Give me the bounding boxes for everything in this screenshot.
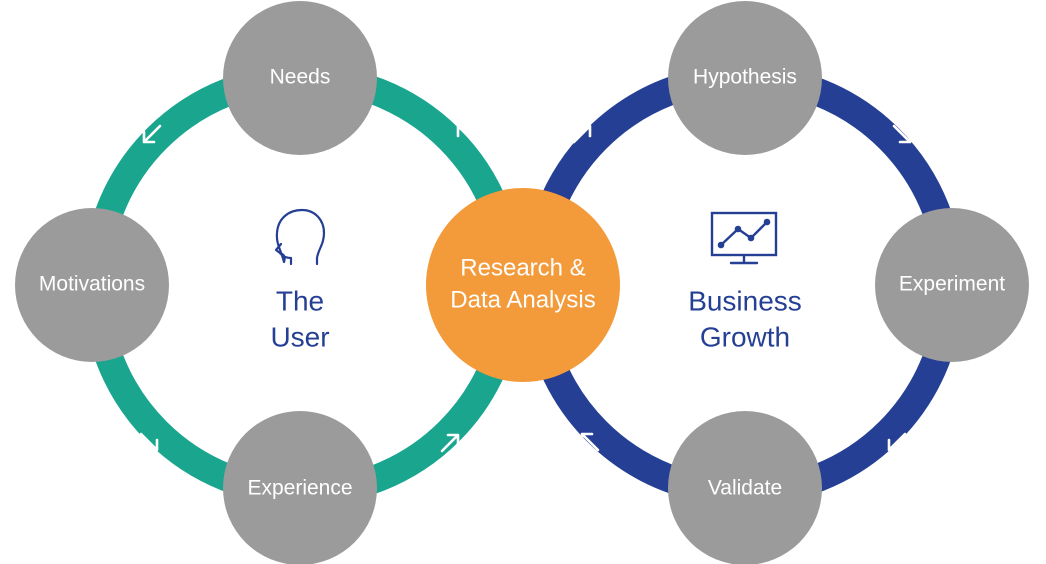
head-profile-icon xyxy=(274,208,326,266)
arrow-icon xyxy=(887,432,907,452)
arrow-icon xyxy=(580,432,600,452)
arrow-icon xyxy=(572,124,592,144)
arrow-icon xyxy=(456,124,476,144)
node-validate: Validate xyxy=(668,411,822,564)
node-needs-label: Needs xyxy=(270,66,331,89)
node-hypothesis-label: Hypothesis xyxy=(693,66,797,89)
center-label-line1: Research & xyxy=(460,254,585,281)
node-motivations-label: Motivations xyxy=(39,273,145,296)
arrow-icon xyxy=(440,433,460,453)
arrow-icon xyxy=(892,124,912,144)
arrow-icon xyxy=(139,432,159,452)
node-needs: Needs xyxy=(223,1,377,155)
center-node: Research & Data Analysis xyxy=(426,188,620,382)
user-loop-title-line1: The xyxy=(276,285,324,316)
node-experiment: Experiment xyxy=(875,208,1029,362)
node-motivations: Motivations xyxy=(15,208,169,362)
arrow-icon xyxy=(142,124,162,144)
center-label-line2: Data Analysis xyxy=(450,286,595,313)
node-validate-label: Validate xyxy=(708,477,782,500)
node-experiment-label: Experiment xyxy=(899,273,1005,296)
growth-loop-title-line1: Business xyxy=(688,285,802,316)
user-loop-title-line2: User xyxy=(270,321,329,352)
node-hypothesis: Hypothesis xyxy=(668,1,822,155)
node-experience-label: Experience xyxy=(247,477,352,500)
growth-loop-title-line2: Growth xyxy=(700,321,790,352)
line-chart-monitor-icon xyxy=(710,211,778,265)
node-experience: Experience xyxy=(223,411,377,564)
